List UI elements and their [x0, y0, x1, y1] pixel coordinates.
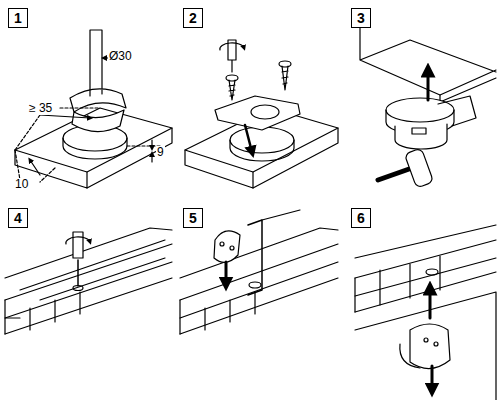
step-number-box: 3 [351, 8, 371, 28]
step-number-box: 4 [8, 208, 28, 228]
dimension-label: 9 [156, 146, 165, 159]
panel-6-ceiling-rail [355, 225, 496, 400]
dimension-label: ≥ 35 [28, 102, 53, 115]
step-number: 3 [357, 11, 365, 25]
step-number: 5 [189, 211, 197, 225]
step-number-box: 5 [183, 208, 203, 228]
step-number-box: 2 [183, 8, 203, 28]
panel-1-board [15, 30, 172, 188]
step-number: 2 [189, 11, 197, 25]
step-number-box: 6 [351, 208, 371, 228]
panel-4-rail [5, 228, 172, 334]
step-number: 6 [357, 211, 365, 225]
panel-5-rail-glider [180, 210, 338, 334]
dimension-label: Ø30 [108, 50, 133, 63]
panel-2-plate [185, 40, 338, 188]
dimension-label: 10 [14, 178, 29, 191]
panel-3-ceiling-mount [360, 20, 496, 188]
step-number: 4 [14, 211, 22, 225]
step-number: 1 [14, 11, 22, 25]
step-number-box: 1 [8, 8, 28, 28]
